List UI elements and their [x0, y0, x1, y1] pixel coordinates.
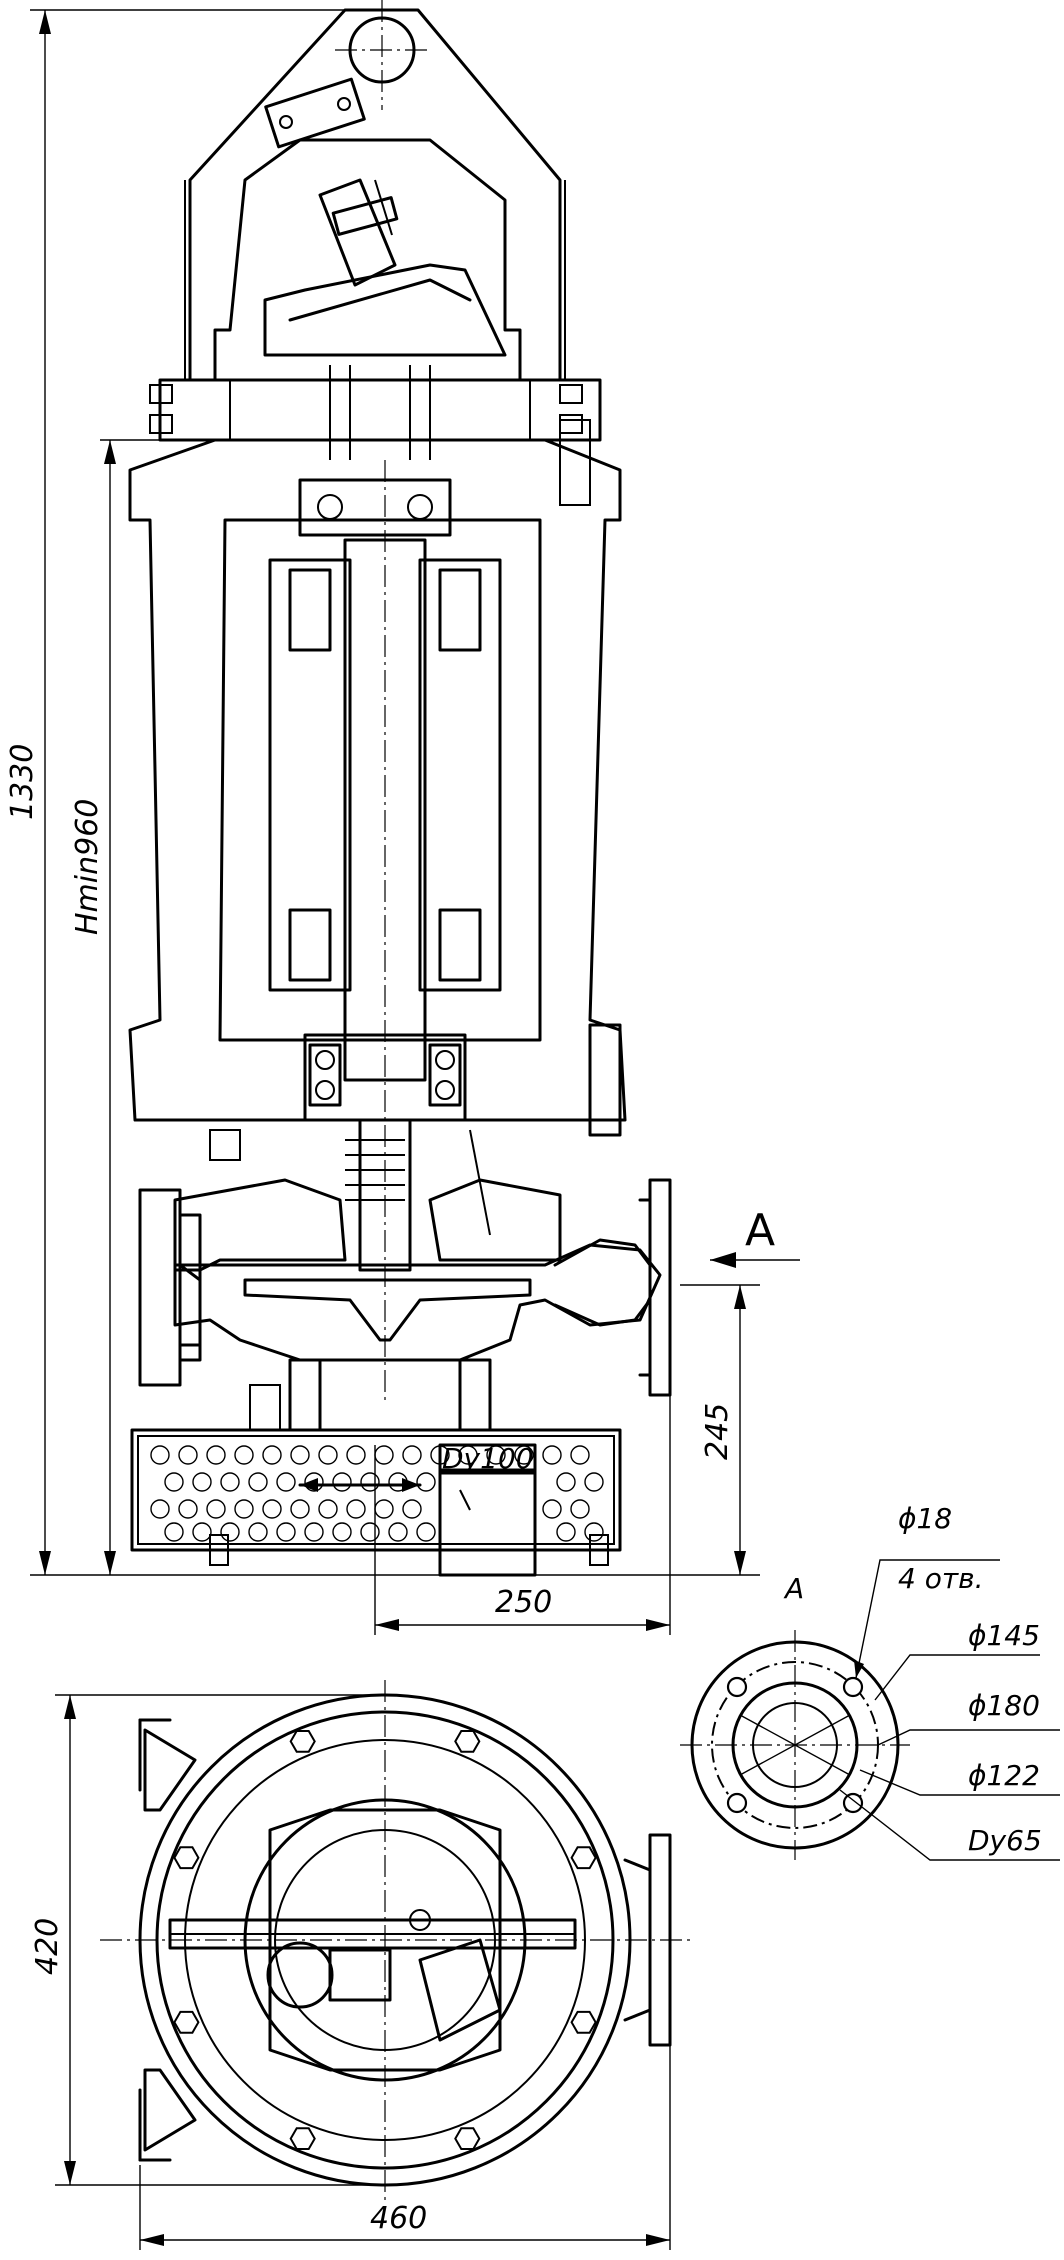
view-a-bolt-circle: ϕ145 [968, 1619, 1040, 1652]
view-a-hole-count: 4 отв. [898, 1562, 984, 1595]
strainer-hole [262, 1445, 282, 1465]
strainer-hole [248, 1472, 268, 1492]
view-a-title: A [783, 1572, 804, 1605]
view-a-flange: A ϕ18 4 отв. ϕ145 ϕ180 ϕ122 Dy65 [680, 1502, 1060, 1861]
strainer-hole [318, 1499, 338, 1519]
strainer-hole [192, 1522, 212, 1542]
view-a-marker-letter: A [745, 1205, 775, 1256]
dim-inlet-height: 245 [680, 1284, 760, 1575]
dim-outlet-offset: 250 [374, 1395, 671, 1635]
strainer-hole [416, 1522, 436, 1542]
strainer-hole [416, 1472, 436, 1492]
plan-bolt-head [570, 2010, 597, 2034]
strainer-bore-label: Dy100 [442, 1442, 534, 1475]
impeller [243, 1278, 532, 1342]
cable-gland [266, 1941, 334, 2009]
strainer-hole [556, 1522, 576, 1542]
plan-lug-top [143, 1728, 197, 1812]
side-plug [588, 1023, 622, 1137]
dim-min-depth: Hmin960 [70, 439, 160, 1575]
strainer-hole [360, 1472, 380, 1492]
strainer-hole [178, 1445, 198, 1465]
view-a-nominal-bore: Dy65 [968, 1824, 1042, 1857]
strainer-hole [570, 1499, 590, 1519]
strainer-hole [164, 1522, 184, 1542]
strainer-hole [402, 1499, 422, 1519]
strainer-hole [402, 1445, 422, 1465]
strainer-hole [570, 1445, 590, 1465]
strainer-hole [318, 1445, 338, 1465]
strainer-hole [542, 1499, 562, 1519]
strainer-hole [206, 1499, 226, 1519]
strainer-hole [556, 1472, 576, 1492]
strainer-hole [206, 1445, 226, 1465]
strainer-hole [374, 1499, 394, 1519]
strainer-hole [220, 1472, 240, 1492]
strainer-hole [248, 1522, 268, 1542]
front-section-view: Dy100 A 1330 Hm [5, 0, 800, 1635]
strainer-hole [374, 1445, 394, 1465]
plan-bolt-head [173, 2010, 200, 2034]
top-bolt [559, 419, 591, 506]
strainer-hole [276, 1472, 296, 1492]
strainer-holes [150, 1445, 604, 1542]
plan-bolt-head [454, 1730, 481, 1753]
volute-casing [138, 1178, 672, 1432]
plan-bolt-head [289, 2127, 316, 2150]
view-a-raised-face: ϕ122 [968, 1759, 1040, 1792]
dim-245-text: 245 [700, 1403, 735, 1460]
strainer-hole [290, 1445, 310, 1465]
top-cover [149, 365, 602, 506]
strainer-hole [584, 1472, 604, 1492]
dim-420-text: 420 [30, 1918, 65, 1975]
strainer-hole [234, 1445, 254, 1465]
dim-hmin-text: Hmin960 [70, 799, 105, 935]
dim-overall-height: 1330 [5, 9, 760, 1576]
lifting-bracket [184, 0, 566, 382]
dim-plan-depth: 420 [30, 1694, 385, 2186]
strainer-hole [304, 1472, 324, 1492]
outlet-flange [648, 1178, 672, 1397]
lower-bearing-housing [209, 1023, 622, 1272]
name-plate [264, 77, 366, 149]
plan-bolts [173, 1730, 597, 2150]
strainer-hole [388, 1522, 408, 1542]
strainer-hole [542, 1445, 562, 1465]
cable-entry-box [263, 178, 507, 357]
strainer-hole [304, 1522, 324, 1542]
dim-1330-text: 1330 [5, 744, 40, 820]
motor-housing [128, 438, 627, 1122]
plan-bolt-head [289, 1730, 316, 1753]
strainer-hole [584, 1522, 604, 1542]
view-a-marker: A [710, 1205, 800, 1268]
plan-bolt-head [173, 1846, 200, 1870]
view-a-hole-dia: ϕ18 [898, 1502, 952, 1535]
strainer-hole [346, 1499, 366, 1519]
dim-460-text: 460 [370, 2201, 427, 2236]
strainer-hole [178, 1499, 198, 1519]
plan-lug-bottom [143, 2068, 197, 2152]
stator-rotor [268, 460, 502, 1400]
view-a-outer-dia: ϕ180 [968, 1689, 1040, 1722]
strainer-hole [332, 1522, 352, 1542]
dim-250-text: 250 [495, 1585, 552, 1620]
strainer: Dy100 [130, 1428, 622, 1577]
plan-bolt-head [454, 2127, 481, 2150]
strainer-hole [290, 1499, 310, 1519]
strainer-hole [220, 1522, 240, 1542]
strainer-hole [164, 1472, 184, 1492]
strainer-hole [332, 1472, 352, 1492]
plan-view: 420 460 [30, 1680, 690, 2250]
dim-plan-width: 460 [139, 2045, 671, 2250]
strainer-hole [234, 1499, 254, 1519]
strainer-hole [192, 1472, 212, 1492]
plan-bolt-head [570, 1846, 597, 1870]
strainer-hole [276, 1522, 296, 1542]
strainer-hole [360, 1522, 380, 1542]
strainer-hole [150, 1499, 170, 1519]
strainer-hole [346, 1445, 366, 1465]
strainer-hole [262, 1499, 282, 1519]
strainer-hole [150, 1445, 170, 1465]
